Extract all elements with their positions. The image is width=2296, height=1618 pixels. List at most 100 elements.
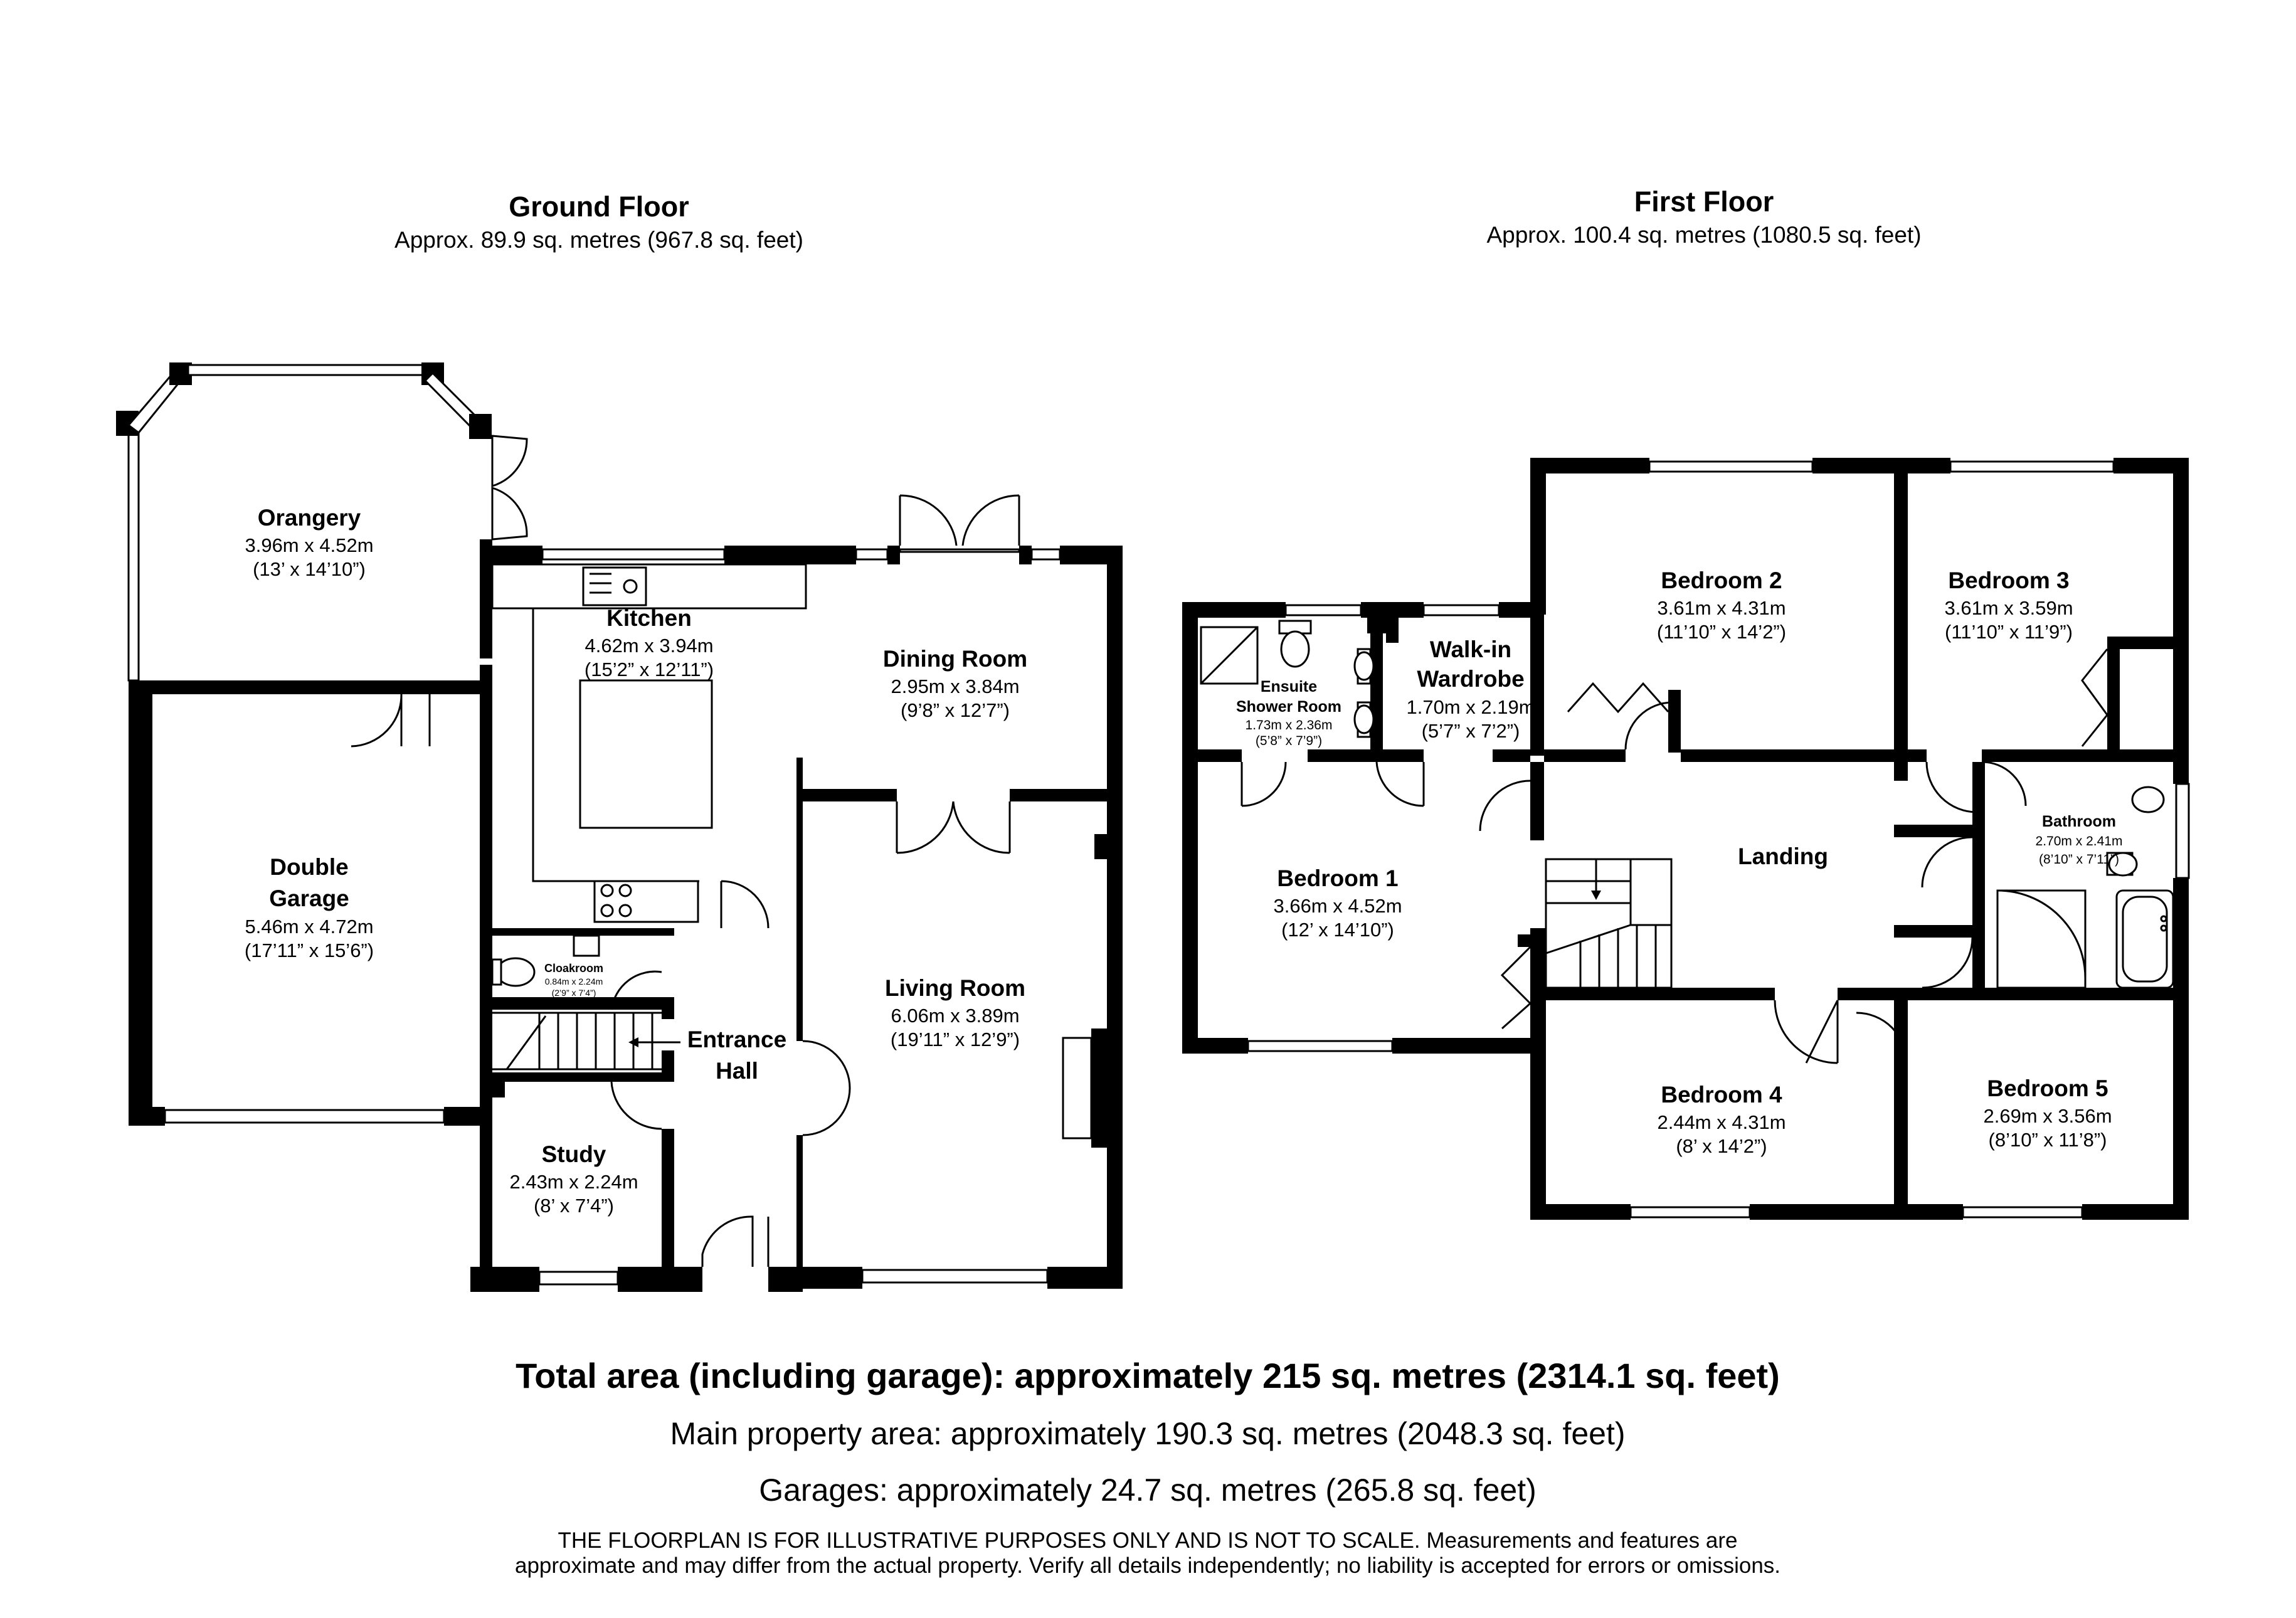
disclaimer-line-2: approximate and may differ from the actu…: [515, 1553, 1780, 1578]
kitchen-hall-door: [720, 880, 770, 929]
room-living-imperial: (19’11” x 12’9”): [891, 1028, 1020, 1050]
bed1-wardrobe-doors: [1500, 946, 1532, 1030]
garage-side-door: [351, 694, 431, 748]
first-floor-title: First Floor: [1634, 186, 1774, 218]
room-bed4-name: Bedroom 4: [1661, 1082, 1782, 1108]
room-ensuite-metric: 1.73m x 2.36m: [1246, 718, 1333, 732]
room-bathroom-name: Bathroom: [2042, 813, 2116, 830]
bathroom-basin: [2131, 786, 2165, 813]
room-study-metric: 2.43m x 2.24m: [509, 1171, 638, 1193]
main-property-area: Main property area: approximately 190.3 …: [670, 1416, 1626, 1451]
disclaimer-line-1: THE FLOORPLAN IS FOR ILLUSTRATIVE PURPOS…: [558, 1528, 1738, 1553]
bathroom-shower: [1996, 889, 2087, 989]
room-ensuite-imperial: (5’8” x 7’9”): [1256, 734, 1322, 748]
bathroom-door: [1922, 937, 1974, 989]
ground-floor-labels: Orangery 3.96m x 4.52m (13’ x 14’10”) Ki…: [245, 505, 1027, 1217]
total-area: Total area (including garage): approxima…: [516, 1356, 1780, 1395]
study-door: [610, 1081, 662, 1130]
room-study-imperial: (8’ x 7’4”): [534, 1195, 614, 1217]
room-bed2-imperial: (11’10” x 14’2”): [1657, 621, 1786, 643]
room-dining-metric: 2.95m x 3.84m: [891, 675, 1019, 697]
room-dining-name: Dining Room: [883, 646, 1027, 672]
living-room-walls: [796, 789, 1123, 1289]
room-kitchen-imperial: (15’2” x 12’11”): [585, 658, 714, 680]
first-floor-area: Approx. 100.4 sq. metres (1080.5 sq. fee…: [1486, 222, 1921, 248]
room-wardrobe-metric: 1.70m x 2.19m: [1406, 696, 1535, 718]
first-floor-interior-walls: [1198, 473, 2173, 1220]
room-bed2-name: Bedroom 2: [1661, 568, 1782, 593]
first-floor-labels: Bedroom 2 3.61m x 4.31m (11’10” x 14’2”)…: [1236, 568, 2122, 1157]
room-bed3-metric: 3.61m x 3.59m: [1944, 597, 2073, 619]
room-bed5-metric: 2.69m x 3.56m: [1983, 1105, 2112, 1127]
first-floor-outer-walls: [1182, 458, 2190, 1220]
bed3-door: [1925, 761, 1977, 813]
airing-cupboard-door: [1921, 836, 1973, 888]
orangery-walls: [116, 362, 492, 684]
first-floor-stairs: [1545, 858, 1673, 989]
ground-floor-area: Approx. 89.9 sq. metres (967.8 sq. feet): [394, 227, 803, 253]
kitchen-dining-walls: [480, 546, 1123, 1289]
room-orangery-name: Orangery: [258, 505, 361, 531]
bed1-door: [1479, 780, 1531, 832]
bathroom-bath: [2115, 889, 2174, 989]
bed1-ensuite-door: [1241, 761, 1287, 807]
room-bed1-name: Bedroom 1: [1277, 865, 1398, 891]
kitchen-island: [579, 679, 713, 829]
room-study-name: Study: [542, 1141, 606, 1167]
room-cloakroom-name: Cloakroom: [544, 962, 603, 975]
front-door: [701, 1215, 770, 1267]
room-bed1-imperial: (12’ x 14’10”): [1281, 919, 1394, 941]
bed5-door: [1856, 1012, 1908, 1064]
bed4-door: [1774, 1000, 1839, 1064]
room-bed2-metric: 3.61m x 4.31m: [1657, 597, 1785, 619]
bed2-wardrobe-doors: [1567, 682, 1669, 714]
room-bathroom-imperial: (8’10” x 7’11”): [2039, 852, 2119, 867]
room-bed4-imperial: (8’ x 14’2”): [1676, 1135, 1767, 1157]
dining-french-doors: [899, 494, 1020, 546]
living-hall-doors: [802, 1040, 851, 1136]
garages-area: Garages: approximately 24.7 sq. metres (…: [759, 1473, 1537, 1508]
room-bed3-imperial: (11’10” x 11’9”): [1945, 621, 2073, 643]
bed2-door: [1624, 701, 1673, 750]
ground-floor-plan: [116, 362, 1123, 1292]
cloakroom-door: [610, 970, 662, 1010]
hall-walls: [470, 928, 803, 1292]
ground-floor-title: Ground Floor: [509, 191, 689, 223]
floor-headings: Ground Floor Approx. 89.9 sq. metres (96…: [394, 186, 1922, 253]
room-orangery-imperial: (13’ x 14’10”): [253, 558, 366, 580]
room-bed5-imperial: (8’10” x 11’8”): [1989, 1129, 2107, 1151]
room-kitchen-name: Kitchen: [606, 605, 692, 631]
bed3-wardrobe-doors: [2081, 648, 2108, 747]
room-dining-imperial: (9’8” x 12’7”): [901, 699, 1010, 721]
cloakroom-toilet: [495, 957, 536, 987]
wardrobe-door: [1375, 761, 1425, 807]
kitchen-worktop: [491, 563, 807, 610]
fireplace: [1062, 1037, 1092, 1139]
room-living-name: Living Room: [885, 975, 1025, 1001]
ground-stairs: [492, 1012, 680, 1071]
bathroom-entry-door: [1981, 761, 2027, 806]
room-orangery-metric: 3.96m x 4.52m: [245, 534, 373, 556]
room-garage-metric: 5.46m x 4.72m: [245, 916, 373, 938]
cloakroom-basin: [573, 934, 600, 957]
footer: Total area (including garage): approxima…: [515, 1356, 1780, 1578]
room-wardrobe-name-2: Wardrobe: [1417, 666, 1524, 692]
room-garage-imperial: (17’11” x 15’6”): [245, 939, 374, 961]
living-dining-doors: [896, 801, 1011, 854]
room-bathroom-metric: 2.70m x 2.41m: [2036, 834, 2123, 849]
room-garage-name-2: Garage: [269, 886, 349, 911]
room-cloakroom-imperial: (2’9” x 7’4”): [552, 988, 596, 998]
room-hall-name-2: Hall: [716, 1058, 758, 1084]
room-bed4-metric: 2.44m x 4.31m: [1657, 1111, 1785, 1133]
room-garage-name-1: Double: [270, 854, 348, 880]
room-wardrobe-imperial: (5’7” x 7’2”): [1422, 720, 1520, 742]
ensuite-toilet: [1280, 630, 1310, 668]
room-ensuite-name-1: Ensuite: [1261, 678, 1317, 695]
room-hall-name-1: Entrance: [687, 1027, 786, 1052]
room-bed3-name: Bedroom 3: [1948, 568, 2069, 593]
room-kitchen-metric: 4.62m x 3.94m: [585, 635, 713, 657]
room-wardrobe-name-1: Walk-in: [1430, 637, 1511, 662]
first-floor-plan: [1182, 458, 2190, 1220]
orangery-door: [491, 435, 528, 541]
